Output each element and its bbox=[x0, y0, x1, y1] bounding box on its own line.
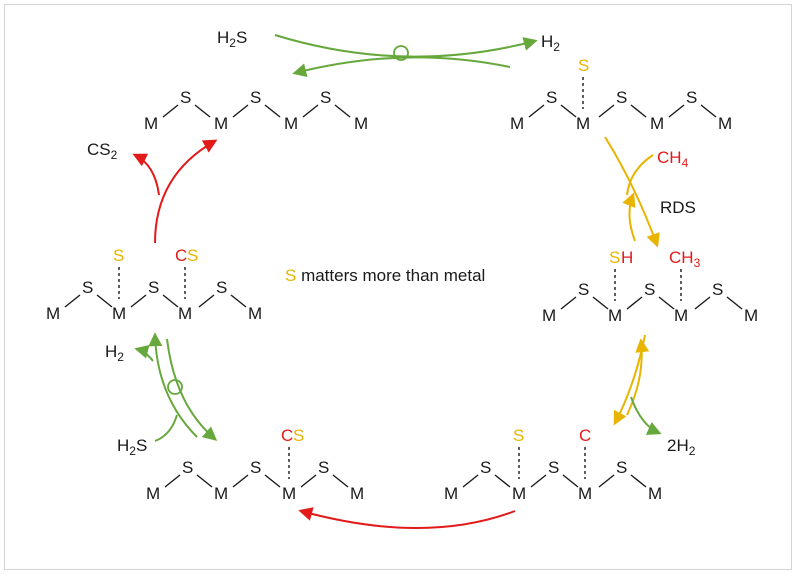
rm-m2: M bbox=[608, 306, 622, 325]
two-h2-out-arrow bbox=[630, 396, 662, 435]
lm-m2: M bbox=[112, 304, 126, 323]
lm-cs-c: C bbox=[175, 246, 187, 265]
tr-s2: S bbox=[616, 88, 627, 107]
chain-left-middle: S C S M S M S M S M bbox=[46, 246, 262, 323]
h2-out-arrow bbox=[134, 344, 154, 362]
br-m2: M bbox=[512, 484, 526, 503]
bl-s3: S bbox=[318, 458, 329, 477]
bl-m2: M bbox=[214, 484, 228, 503]
tr-top-s: S bbox=[578, 56, 589, 75]
lm-m1: M bbox=[46, 304, 60, 323]
tl-s2: S bbox=[250, 88, 261, 107]
rm-ch3: CH3 bbox=[669, 248, 701, 270]
tr-m4: M bbox=[718, 114, 732, 133]
top-reverse-arrow bbox=[292, 56, 511, 78]
ch4-in-curve bbox=[626, 154, 654, 196]
br-s2: S bbox=[548, 458, 559, 477]
chain-right-middle: S H CH3 M S M S M S M bbox=[542, 248, 758, 325]
chain-top-left bbox=[162, 104, 351, 118]
bl-cs-c: C bbox=[281, 426, 293, 445]
ch4-label: CH4 bbox=[657, 148, 689, 170]
top-h2-label: H2 bbox=[541, 32, 560, 54]
left-catalyst-circle bbox=[167, 379, 183, 395]
catalytic-cycle-diagram: H2S H2 M S M S M S M S M S M bbox=[46, 28, 758, 529]
rm-m4: M bbox=[744, 306, 758, 325]
bl-s1: S bbox=[182, 458, 193, 477]
tr-m1: M bbox=[510, 114, 524, 133]
top-h2s-label: H2S bbox=[217, 28, 247, 50]
br-m3: M bbox=[578, 484, 592, 503]
bl-m1: M bbox=[146, 484, 160, 503]
rds-forward-arrow bbox=[604, 136, 660, 248]
br-top-c: C bbox=[579, 426, 591, 445]
br-m1: M bbox=[444, 484, 458, 503]
bottom-red-arrow bbox=[298, 507, 516, 529]
tl-s3: S bbox=[320, 88, 331, 107]
right-yellow-rds: CH4 RDS bbox=[604, 136, 696, 248]
br-top-s: S bbox=[513, 426, 524, 445]
center-caption: S matters more than metal bbox=[285, 266, 485, 285]
left-green-equilibrium: H2 H2S bbox=[105, 332, 218, 458]
bl-m3: M bbox=[282, 484, 296, 503]
tr-m2: M bbox=[576, 114, 590, 133]
br-s3: S bbox=[616, 458, 627, 477]
tr-s3: S bbox=[686, 88, 697, 107]
right-yellow-lower: 2H2 bbox=[613, 334, 696, 458]
rds-label: RDS bbox=[660, 198, 696, 217]
lm-s3: S bbox=[216, 278, 227, 297]
lower-reverse-arrow bbox=[626, 338, 650, 416]
left-h2s-label: H2S bbox=[117, 436, 147, 458]
top-forward-arrow bbox=[274, 34, 538, 58]
left-reverse-arrow bbox=[148, 332, 198, 438]
h2s-in-curve bbox=[154, 414, 178, 442]
rm-sh-s: S bbox=[609, 248, 620, 267]
rds-reverse-arrow bbox=[622, 192, 636, 242]
two-h2-label: 2H2 bbox=[667, 436, 696, 458]
rm-s3: S bbox=[712, 280, 723, 299]
tl-m1: M bbox=[144, 114, 158, 133]
tl-m2: M bbox=[214, 114, 228, 133]
figure-frame: H2S H2 M S M S M S M S M S M bbox=[4, 4, 792, 570]
lm-s2: S bbox=[148, 278, 159, 297]
bl-cs-s: S bbox=[293, 426, 304, 445]
cs2-out-arrow bbox=[132, 153, 160, 196]
chain-bottom-left: C S M S M S M S M bbox=[146, 426, 364, 503]
left-forward-arrow bbox=[166, 338, 218, 441]
bl-s2: S bbox=[250, 458, 261, 477]
chain-top-right: S M S M S M S M bbox=[510, 56, 732, 133]
cs2-label: CS2 bbox=[87, 140, 118, 162]
br-s1: S bbox=[480, 458, 491, 477]
lm-m3: M bbox=[178, 304, 192, 323]
tl-s1: S bbox=[180, 88, 191, 107]
left-h2-label: H2 bbox=[105, 342, 124, 364]
rm-sh-h: H bbox=[621, 248, 633, 267]
rm-m3: M bbox=[674, 306, 688, 325]
tr-m3: M bbox=[650, 114, 664, 133]
top-catalyst-circle bbox=[393, 45, 409, 61]
rm-s2: S bbox=[644, 280, 655, 299]
br-m4: M bbox=[648, 484, 662, 503]
left-red-cs2: CS2 bbox=[87, 139, 218, 244]
tl-m3: M bbox=[284, 114, 298, 133]
chain-bottom-right: S C M S M S M S M bbox=[444, 426, 662, 503]
lm-s1: S bbox=[82, 278, 93, 297]
lm-m4: M bbox=[248, 304, 262, 323]
lm-cs-s: S bbox=[187, 246, 198, 265]
bl-m4: M bbox=[350, 484, 364, 503]
tl-m4: M bbox=[354, 114, 368, 133]
red-up-arrow bbox=[154, 139, 218, 244]
rm-s1: S bbox=[578, 280, 589, 299]
tr-s1: S bbox=[546, 88, 557, 107]
lm-top-s: S bbox=[113, 246, 124, 265]
top-green-equilibrium: H2S H2 bbox=[217, 28, 560, 78]
rm-m1: M bbox=[542, 306, 556, 325]
